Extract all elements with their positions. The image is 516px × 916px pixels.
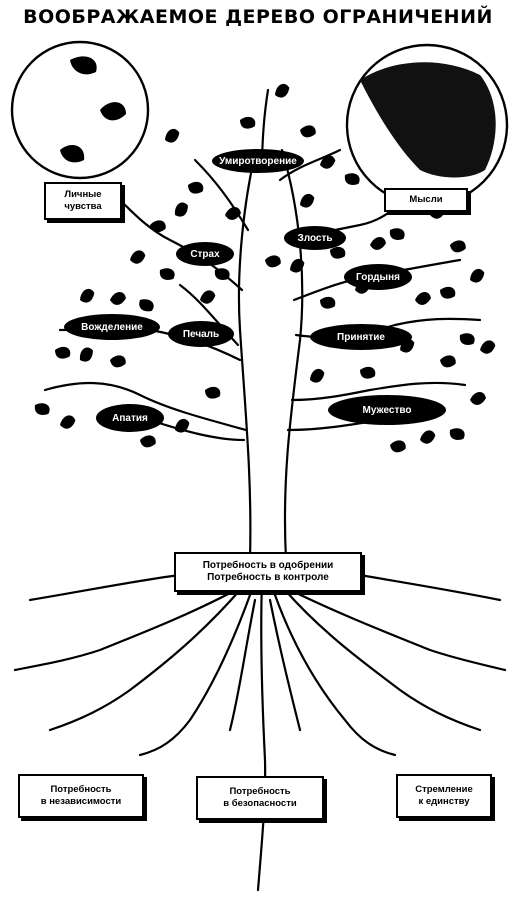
root-4 [278, 583, 507, 672]
leaf [200, 290, 216, 304]
root-8 [268, 598, 302, 732]
leaf [150, 220, 166, 233]
trunk-right-edge [280, 148, 304, 562]
needs-box: Потребность в одобрении Потребность в ко… [174, 552, 362, 592]
leaf [415, 292, 431, 305]
leaf [225, 207, 241, 220]
feelings-circle [10, 40, 150, 180]
branch-left-low [43, 382, 248, 432]
leaf [390, 440, 406, 453]
leaf [275, 83, 290, 98]
leaf [130, 250, 146, 264]
leaf [449, 428, 465, 440]
root-7 [228, 598, 257, 732]
leaf [214, 268, 230, 280]
root-2 [48, 588, 242, 732]
leaf [320, 296, 336, 309]
emotion-acceptance: Принятие [310, 324, 412, 350]
taproot [256, 578, 267, 892]
leaf [60, 415, 76, 429]
leaf [300, 125, 316, 138]
leaf [420, 430, 436, 444]
leaf [290, 258, 305, 273]
diagram-title: ВООБРАЖАЕМОЕ ДЕРЕВО ОГРАНИЧЕНИЙ [23, 6, 493, 28]
root-security-box: Потребность в безопасности [196, 776, 324, 820]
branch-left-low-2 [148, 418, 246, 442]
leaf [370, 237, 386, 250]
leaf [110, 355, 126, 368]
leaf [110, 292, 126, 305]
leaf [480, 340, 496, 354]
leaf [79, 347, 93, 362]
leaf [470, 268, 485, 283]
leaf [188, 181, 204, 194]
leaf [205, 386, 221, 399]
emotion-lust: Вожделение [64, 314, 160, 340]
leaf [174, 202, 188, 217]
ground-line [28, 573, 502, 602]
root-6 [273, 593, 397, 757]
leaf [440, 286, 456, 299]
root-5 [283, 588, 482, 732]
feelings-circle-leaf [70, 56, 97, 75]
emotion-sadness: Печаль [168, 321, 234, 347]
leaf [55, 346, 71, 359]
branch-right-top [278, 148, 342, 182]
root-1 [13, 583, 247, 672]
emotion-fear: Страх [176, 242, 234, 266]
branch-left-top [193, 158, 250, 232]
leaf [389, 228, 405, 240]
emotion-pacification: Умиротворение [212, 149, 304, 173]
emotion-pride: Гордыня [344, 264, 412, 290]
leaf [360, 366, 376, 379]
leaf [310, 368, 325, 383]
leaf [80, 288, 95, 303]
leaf [140, 435, 156, 448]
feelings-circle-leaf [100, 102, 126, 121]
leaf [459, 333, 475, 345]
leaf [240, 116, 256, 129]
leaf [139, 299, 154, 312]
emotion-courage: Мужество [328, 395, 446, 425]
emotion-apathy: Апатия [96, 404, 164, 432]
leaf [320, 155, 336, 169]
leaf [34, 403, 50, 415]
leaf [344, 173, 360, 185]
leaf [300, 193, 315, 208]
trunk-left-edge [237, 148, 258, 562]
leaf [165, 128, 180, 143]
root-independence-box: Потребность в независимости [18, 774, 144, 818]
feelings-circle-leaf [60, 145, 85, 163]
root-unity-box: Стремление к единству [396, 774, 492, 818]
leaf [265, 255, 281, 268]
root-3 [138, 593, 252, 757]
leaf [159, 268, 175, 280]
thoughts-box: Мысли [384, 188, 468, 212]
leaf [470, 392, 486, 405]
thoughts-circle-shape [360, 62, 496, 178]
feelings-box: Личные чувства [44, 182, 122, 220]
leaf [450, 240, 466, 253]
leaf [330, 246, 346, 259]
emotion-anger: Злость [284, 226, 346, 250]
branch-right-low [290, 381, 467, 402]
leaf [440, 355, 456, 368]
leaf [175, 418, 190, 433]
